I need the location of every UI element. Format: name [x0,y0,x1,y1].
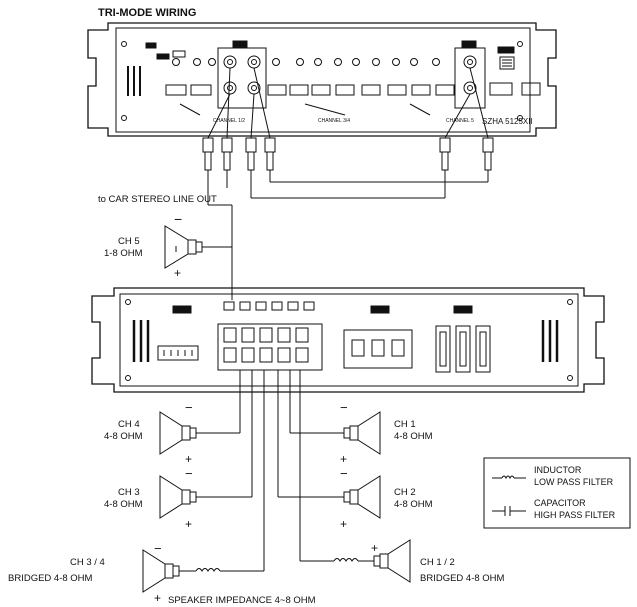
top-amplifier [87,22,557,137]
footer-impedance: SPEAKER IMPEDANCE 4~8 OHM [168,595,316,606]
ch3-name: CH 3 [118,487,140,498]
rca-plugs [202,67,494,206]
svg-text:−: − [154,541,162,556]
ch4-ohm: 4-8 OHM [104,431,143,442]
channel-34-label: CHANNEL 3/4 [318,118,350,124]
ch12-name: CH 1 / 2 [420,557,455,568]
svg-text:−: − [340,466,348,481]
model-label: SZHA 5125XII [482,117,533,126]
ch12-ohm: BRIDGED 4-8 OHM [420,573,505,584]
stereo-line-out-label: to CAR STEREO LINE OUT [98,194,217,205]
ch5-ohm: 1-8 OHM [104,248,143,259]
speaker-ch4 [159,370,241,455]
ch2-ohm: 4-8 OHM [394,499,433,510]
ch1-name: CH 1 [394,419,416,430]
channel-12-label: CHANNEL 1/2 [213,118,245,124]
legend-inductor: INDUCTOR [534,465,582,475]
ch4-name: CH 4 [118,419,140,430]
legend-capacitor: CAPACITOR [534,498,586,508]
legend-box [483,457,631,529]
ch5-name: CH 5 [118,236,140,247]
ch2-name: CH 2 [394,487,416,498]
svg-text:+: + [154,591,161,605]
svg-text:−: − [340,400,348,415]
speaker-ch12 [299,370,411,583]
bottom-amplifier [91,287,605,393]
svg-text:−: − [174,211,182,227]
svg-text:+: + [185,452,192,466]
speaker-ch2 [277,370,381,519]
svg-text:−: − [185,400,193,415]
legend-low-pass: LOW PASS FILTER [534,477,614,487]
speaker-ch1 [289,370,381,455]
speaker-ch3 [159,370,253,519]
page-title: TRI-MODE WIRING [98,7,197,19]
ch3-ohm: 4-8 OHM [104,499,143,510]
speaker-ch5 [164,205,233,300]
ch1-ohm: 4-8 OHM [394,431,433,442]
svg-text:−: − [185,466,193,481]
svg-text:+: + [185,517,192,531]
ch34-ohm: BRIDGED 4-8 OHM [8,573,93,584]
ch34-name: CH 3 / 4 [70,557,105,568]
svg-text:+: + [174,266,181,280]
svg-text:+: + [340,517,347,531]
svg-text:+: + [340,452,347,466]
speaker-ch34 [142,370,265,593]
legend-high-pass: HIGH PASS FILTER [534,510,616,520]
channel-5-label: CHANNEL 5 [446,118,474,124]
svg-text:+: + [371,541,378,555]
